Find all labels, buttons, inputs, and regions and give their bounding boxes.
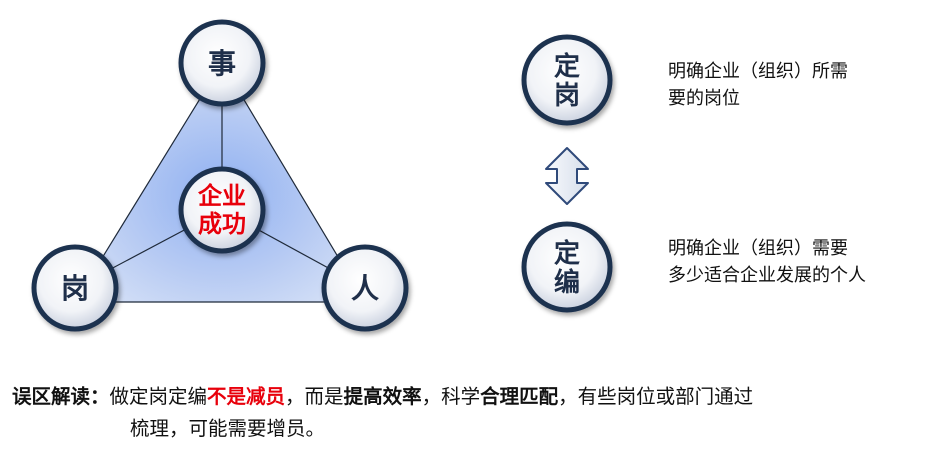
node-right: 人: [321, 244, 409, 332]
center-label-line1: 企业: [198, 182, 246, 210]
node-dingbian: 定 编: [521, 221, 613, 313]
desc-dingbian: 明确企业（组织）需要 多少适合企业发展的个人: [668, 235, 866, 289]
note-bold2: 合理匹配: [480, 385, 559, 408]
node-left-label: 岗: [61, 272, 89, 305]
node-top-label: 事: [208, 47, 236, 80]
misconception-note: 误区解读：做定岗定编不是减员，而是提高效率，科学合理匹配，有些岗位或部门通过 梳…: [12, 381, 753, 445]
desc-dinggang-line2: 要的岗位: [668, 88, 740, 109]
note-part2: ，而是: [285, 385, 344, 408]
node-top: 事: [178, 19, 266, 107]
note-part4: ，有些岗位或部门通过: [558, 385, 754, 408]
node-center: 企业 成功: [178, 166, 266, 254]
note-bold1: 提高效率: [343, 385, 422, 408]
note-part3: ，科学: [421, 385, 481, 408]
note-line2: 梳理，可能需要增员。: [130, 417, 326, 440]
dinggang-line1: 定: [554, 51, 580, 82]
node-left: 岗: [31, 244, 119, 332]
node-dinggang: 定 岗: [521, 34, 613, 126]
center-label-line2: 成功: [198, 210, 246, 238]
dingbian-line2: 编: [554, 267, 580, 298]
concept-diagram: 事 岗 人 企业 成功 定 岗 定 编: [31, 19, 613, 332]
desc-dingbian-line2: 多少适合企业发展的个人: [668, 265, 866, 286]
dinggang-line2: 岗: [554, 81, 580, 111]
note-label: 误区解读：: [12, 385, 110, 408]
desc-dinggang: 明确企业（组织）所需 要的岗位: [668, 58, 848, 112]
note-part1: 做定岗定编: [109, 385, 208, 408]
note-line1: 误区解读：做定岗定编不是减员，而是提高效率，科学合理匹配，有些岗位或部门通过: [12, 381, 753, 413]
node-right-label: 人: [351, 272, 379, 305]
double-arrow-icon: [545, 147, 589, 205]
note-red1: 不是减员: [207, 385, 286, 408]
desc-dingbian-line1: 明确企业（组织）需要: [668, 238, 848, 259]
dingbian-line1: 定: [554, 238, 580, 269]
desc-dinggang-line1: 明确企业（组织）所需: [668, 61, 848, 82]
